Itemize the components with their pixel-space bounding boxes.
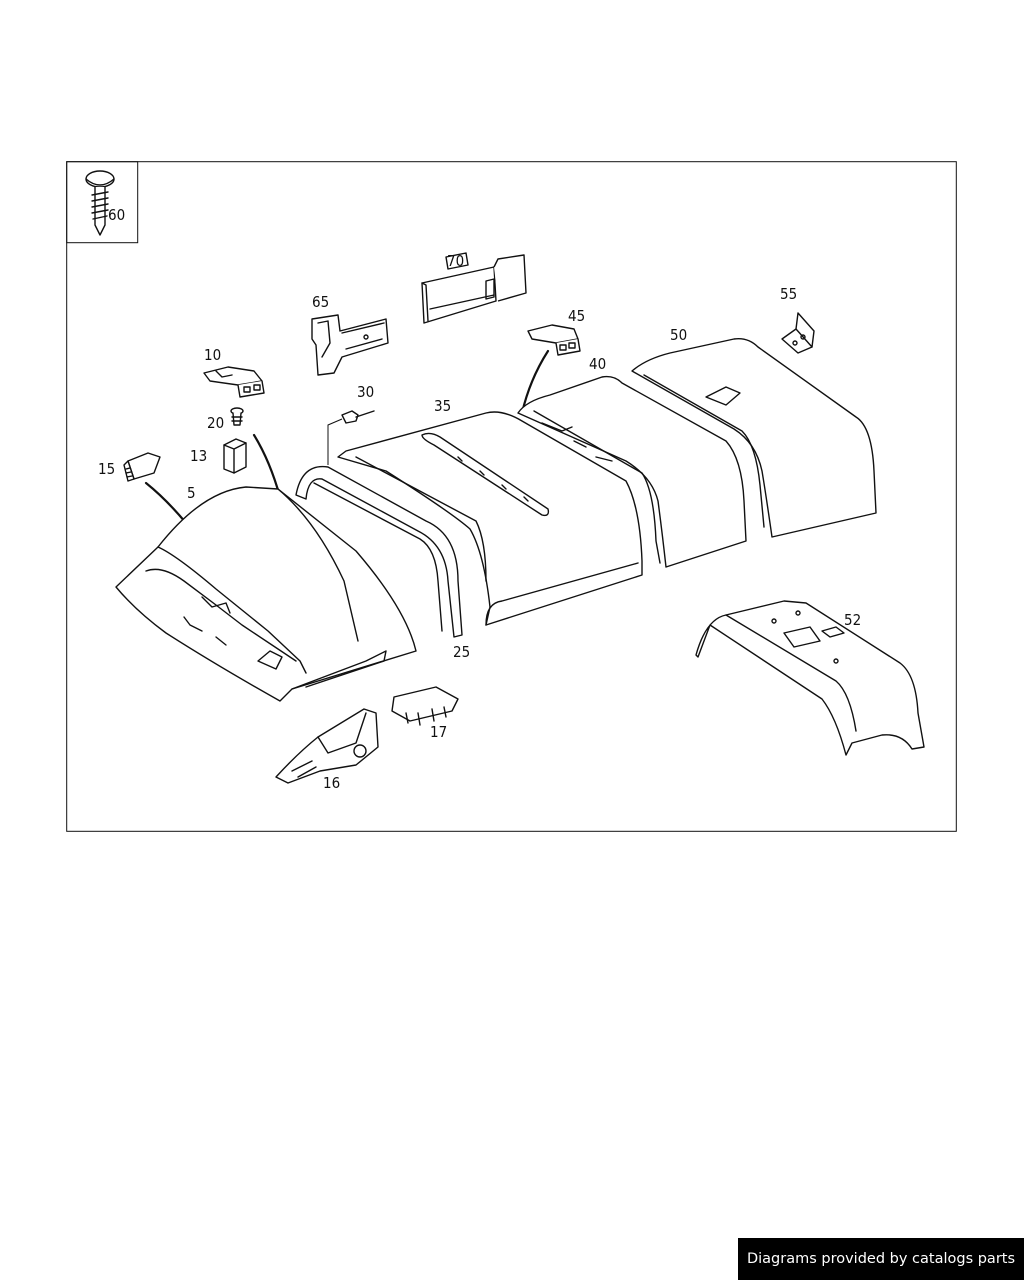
part-55-angle-bracket-drawing	[781, 312, 815, 354]
part-13-foam-block-drawing	[223, 438, 247, 474]
callout-45: 45	[568, 307, 585, 325]
diagram-border	[66, 161, 957, 832]
callout-30: 30	[357, 383, 374, 401]
callout-20: 20	[207, 414, 224, 432]
callout-60: 60	[108, 206, 125, 224]
part-10-clip-drawing	[203, 366, 265, 398]
part-30-fastener-drawing	[327, 410, 375, 465]
callout-40: 40	[589, 355, 606, 373]
footer-attribution-text: Diagrams provided by catalogs parts	[746, 1251, 1016, 1267]
callout-17: 17	[430, 723, 447, 741]
part-60-screw-drawing	[85, 170, 115, 236]
footer-attribution-badge: Diagrams provided by catalogs parts	[738, 1238, 1024, 1280]
callout-5: 5	[187, 484, 196, 502]
parts-diagram: 60 70 65 45 55 50 10 40 30 35 20 13 15 5…	[66, 161, 957, 832]
callout-25: 25	[453, 643, 470, 661]
part-65-bracket-drawing	[311, 314, 389, 376]
callout-55: 55	[780, 285, 797, 303]
part-25-trim-strip-drawing	[295, 465, 463, 638]
callout-65: 65	[312, 293, 329, 311]
callout-10: 10	[204, 346, 221, 364]
part-16-handle-drawing	[275, 708, 379, 784]
callout-15: 15	[98, 460, 115, 478]
part-5-front-headliner-drawing	[115, 486, 417, 702]
part-70-bracket-drawing	[421, 252, 527, 324]
callout-52: 52	[844, 611, 861, 629]
part-35-middle-headliner-drawing	[337, 411, 643, 626]
part-20-push-pin-drawing	[230, 407, 244, 426]
callout-70: 70	[447, 252, 464, 270]
part-40-rear-headliner-drawing	[517, 375, 747, 568]
part-17-cover-drawing	[391, 686, 459, 726]
part-15-cover-cap-drawing	[123, 452, 188, 525]
callout-35: 35	[434, 397, 451, 415]
part-45-clip-drawing	[520, 324, 581, 415]
callout-16: 16	[323, 774, 340, 792]
parts-diagram-frame: 60 70 65 45 55 50 10 40 30 35 20 13 15 5…	[66, 161, 957, 832]
callout-50: 50	[670, 326, 687, 344]
part-50-rear-end-headliner-drawing	[631, 337, 877, 538]
part-52-roof-bow-drawing	[695, 600, 925, 756]
inset-box	[66, 161, 139, 244]
callout-13: 13	[190, 447, 207, 465]
